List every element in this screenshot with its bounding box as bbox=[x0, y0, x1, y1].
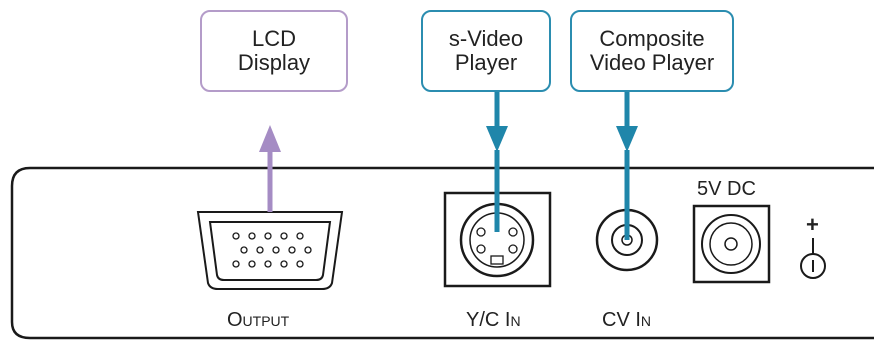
svideo-player-box: s-Video Player bbox=[421, 10, 551, 92]
composite-player-label-1: Composite bbox=[599, 26, 705, 51]
cv-input-arrow bbox=[616, 92, 638, 240]
polarity-symbol bbox=[800, 238, 826, 279]
lcd-output-arrow bbox=[259, 125, 281, 212]
svideo-player-label-1: s-Video bbox=[448, 26, 524, 51]
vga-output-connector bbox=[196, 211, 344, 290]
lcd-display-label-1: LCD bbox=[251, 26, 296, 51]
power-jack bbox=[692, 204, 771, 284]
back-panel bbox=[10, 166, 874, 340]
cv-in-port-label: CV In bbox=[602, 309, 652, 331]
svideo-player-label-2: Player bbox=[454, 50, 518, 75]
composite-player-label-2: Video Player bbox=[589, 50, 715, 75]
lcd-display-box: LCD Display bbox=[200, 10, 348, 92]
svideo-input-connector bbox=[443, 191, 552, 288]
plus-symbol-label: + bbox=[806, 212, 819, 237]
lcd-display-label-2: Display bbox=[237, 50, 311, 75]
power-port-label: 5V DC bbox=[697, 178, 756, 200]
composite-player-box: Composite Video Player bbox=[570, 10, 734, 92]
output-port-label: Output bbox=[227, 309, 290, 331]
yc-in-port-label: Y/C In bbox=[466, 309, 521, 331]
svideo-input-arrow bbox=[486, 92, 508, 232]
